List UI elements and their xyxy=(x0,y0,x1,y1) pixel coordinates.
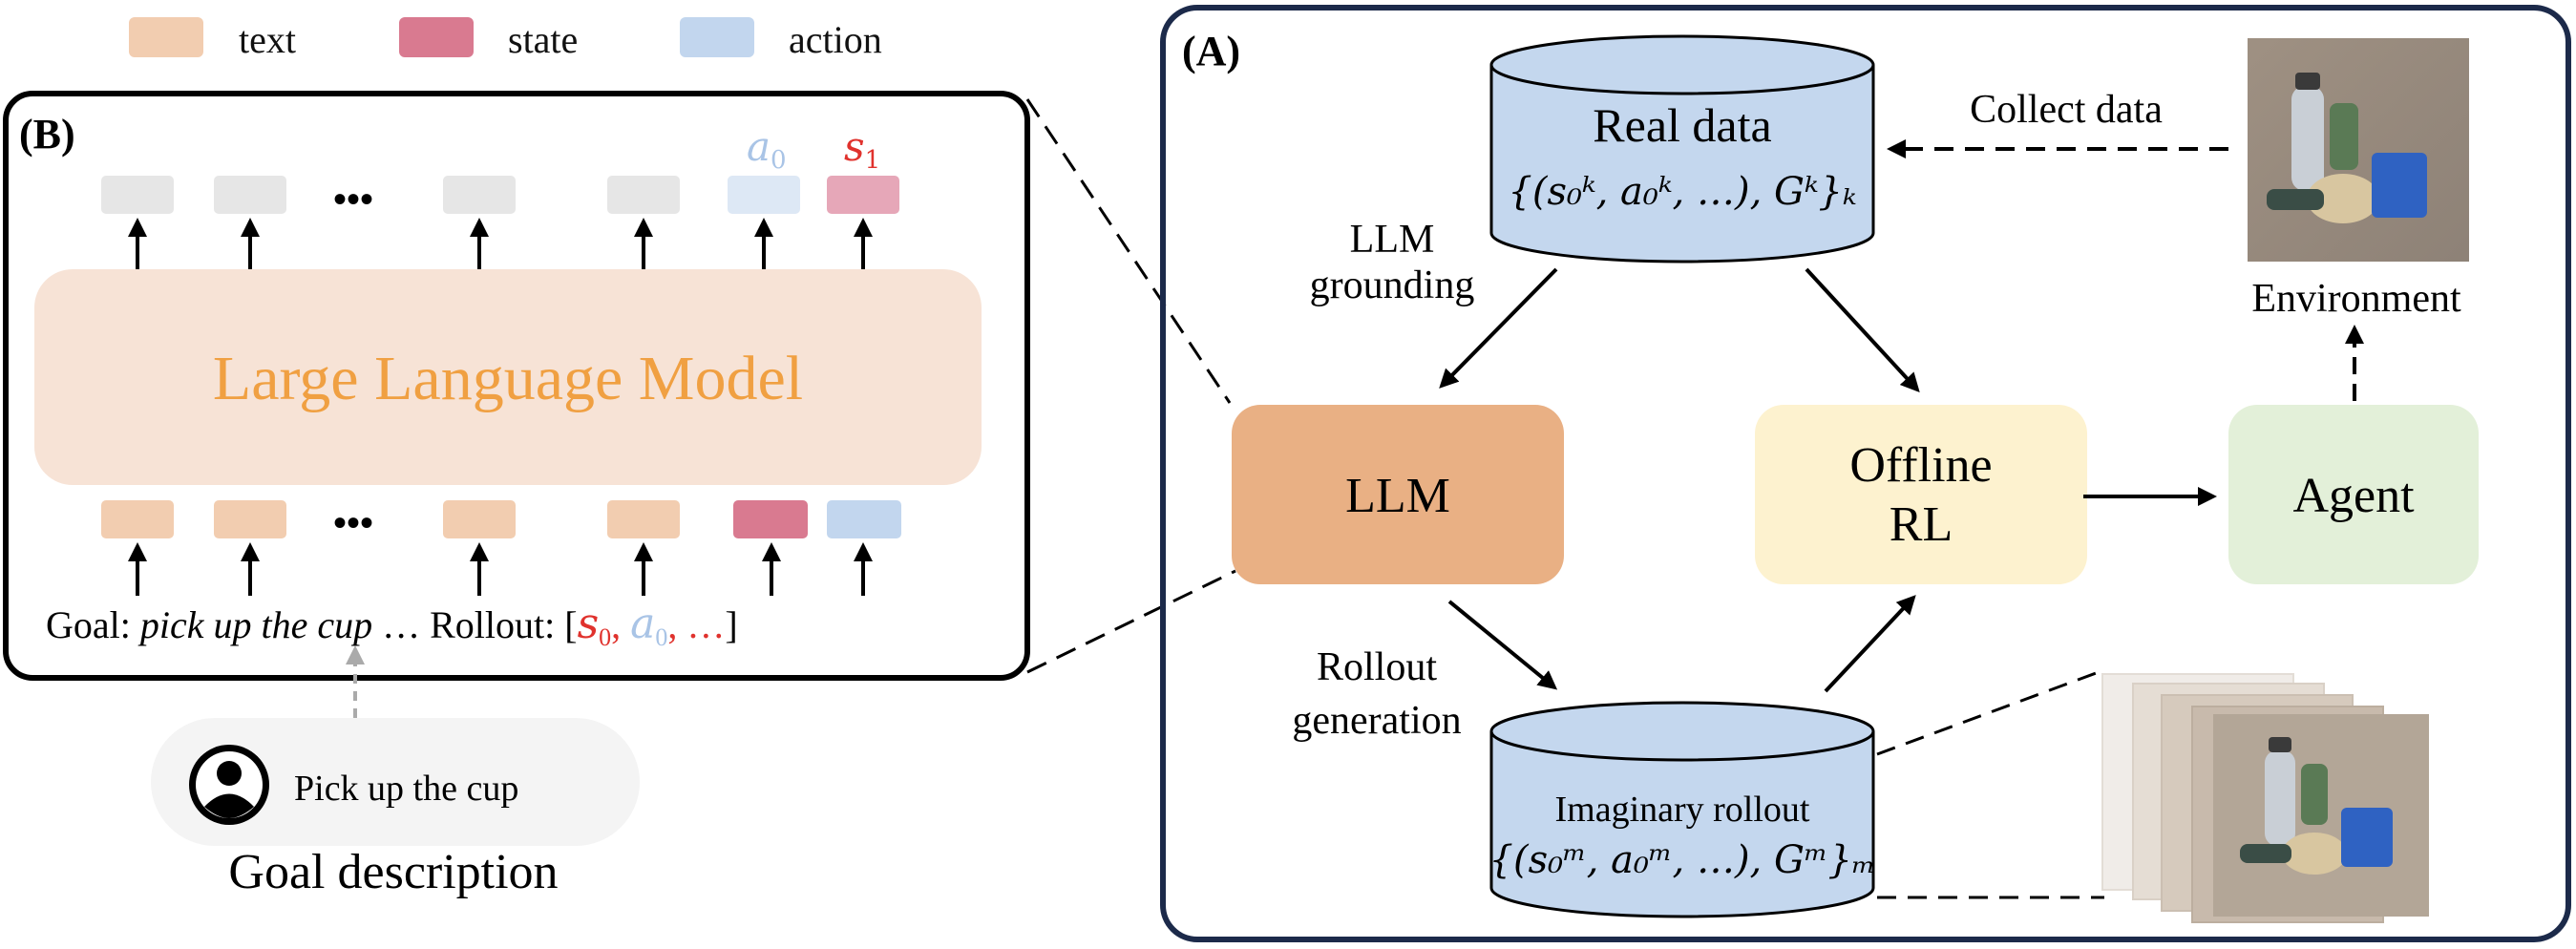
agent-box-label: Agent xyxy=(2292,469,2415,523)
input-token-action xyxy=(827,500,901,538)
input-token xyxy=(214,500,286,538)
output-ellipsis: ••• xyxy=(333,178,373,221)
imagined-frames xyxy=(2101,673,2429,923)
legend-state-label: state xyxy=(508,18,578,61)
user-icon xyxy=(189,745,269,825)
agent-box xyxy=(2228,405,2479,584)
imagined-frame-photo xyxy=(2213,714,2429,917)
legend: text state action xyxy=(129,17,882,61)
grounding-arrow xyxy=(1439,267,1558,389)
input-arrows xyxy=(128,542,873,596)
prompt-text: Goal: pick up the cup … Rollout: [s0, a0… xyxy=(46,600,738,651)
panel-b-label: (B) xyxy=(19,111,75,158)
input-token xyxy=(101,500,174,538)
input-ellipsis: ••• xyxy=(333,501,373,544)
zoom-lines xyxy=(1025,98,1236,674)
llm-box-label: LLM xyxy=(1345,469,1450,523)
panel-a-label: (A) xyxy=(1182,28,1240,74)
output-s1-symbol: s1 xyxy=(844,123,880,175)
real-data-cylinder: Real data {(s₀ᵏ, a₀ᵏ, …), Gᵏ}ₖ xyxy=(1489,34,1875,264)
legend-action-label: action xyxy=(789,18,882,61)
flow-arrows xyxy=(1439,267,2217,693)
imaginary-rollout-cylinder: Imaginary rollout {(s₀ᵐ, a₀ᵐ, …), Gᵐ}ₘ xyxy=(1489,701,1876,918)
large-language-model-label: Large Language Model xyxy=(213,344,803,413)
real-data-title: Real data xyxy=(1593,98,1771,152)
offline-rl-box xyxy=(1755,405,2087,584)
input-token xyxy=(443,500,516,538)
output-token-a0 xyxy=(728,176,800,214)
legend-action-swatch xyxy=(680,17,754,57)
output-arrows xyxy=(128,218,873,271)
legend-text-label: text xyxy=(239,18,296,61)
imaginary-to-offline-arrow xyxy=(1824,595,1916,693)
imaginary-rollout-formula: {(s₀ᵐ, a₀ᵐ, …), Gᵐ}ₘ xyxy=(1489,838,1876,882)
legend-state-swatch xyxy=(399,17,474,57)
output-token xyxy=(214,176,286,214)
goal-bubble-text: Pick up the cup xyxy=(294,769,518,809)
goal-bubble-background xyxy=(151,718,640,846)
panel-a: (A) Real data {(s₀ᵏ, a₀ᵏ, …), Gᵏ}ₖ Colle… xyxy=(1160,5,2571,942)
output-token xyxy=(101,176,174,214)
legend-text-swatch xyxy=(129,17,203,57)
output-token xyxy=(607,176,680,214)
input-token-state xyxy=(733,500,808,538)
output-token xyxy=(443,176,516,214)
large-language-model-block xyxy=(34,269,982,485)
environment-photo xyxy=(2248,38,2469,262)
output-tokens: ••• a0 s1 xyxy=(101,123,899,221)
imaginary-rollout-title: Imaginary rollout xyxy=(1555,790,1810,830)
environment-label: Environment xyxy=(2251,277,2461,321)
output-a0-symbol: a0 xyxy=(747,123,787,175)
real-to-offline-arrow xyxy=(1805,267,1920,392)
imaginary-zoom-lines xyxy=(1876,670,2104,899)
input-token xyxy=(607,500,680,538)
output-token-s1 xyxy=(827,176,899,214)
llm-box xyxy=(1232,405,1564,584)
real-data-formula: {(s₀ᵏ, a₀ᵏ, …), Gᵏ}ₖ xyxy=(1508,170,1856,214)
input-tokens: ••• xyxy=(101,500,901,544)
llm-to-imaginary-arrow xyxy=(1447,600,1558,690)
collect-data-label: Collect data xyxy=(1970,88,2163,132)
panel-a-frame xyxy=(1160,5,2571,942)
goal-bubble: Pick up the cup xyxy=(151,718,640,846)
goal-description-caption: Goal description xyxy=(228,845,558,899)
panel-b: (B) ••• a0 s1 Large Language Model xyxy=(3,91,1030,681)
